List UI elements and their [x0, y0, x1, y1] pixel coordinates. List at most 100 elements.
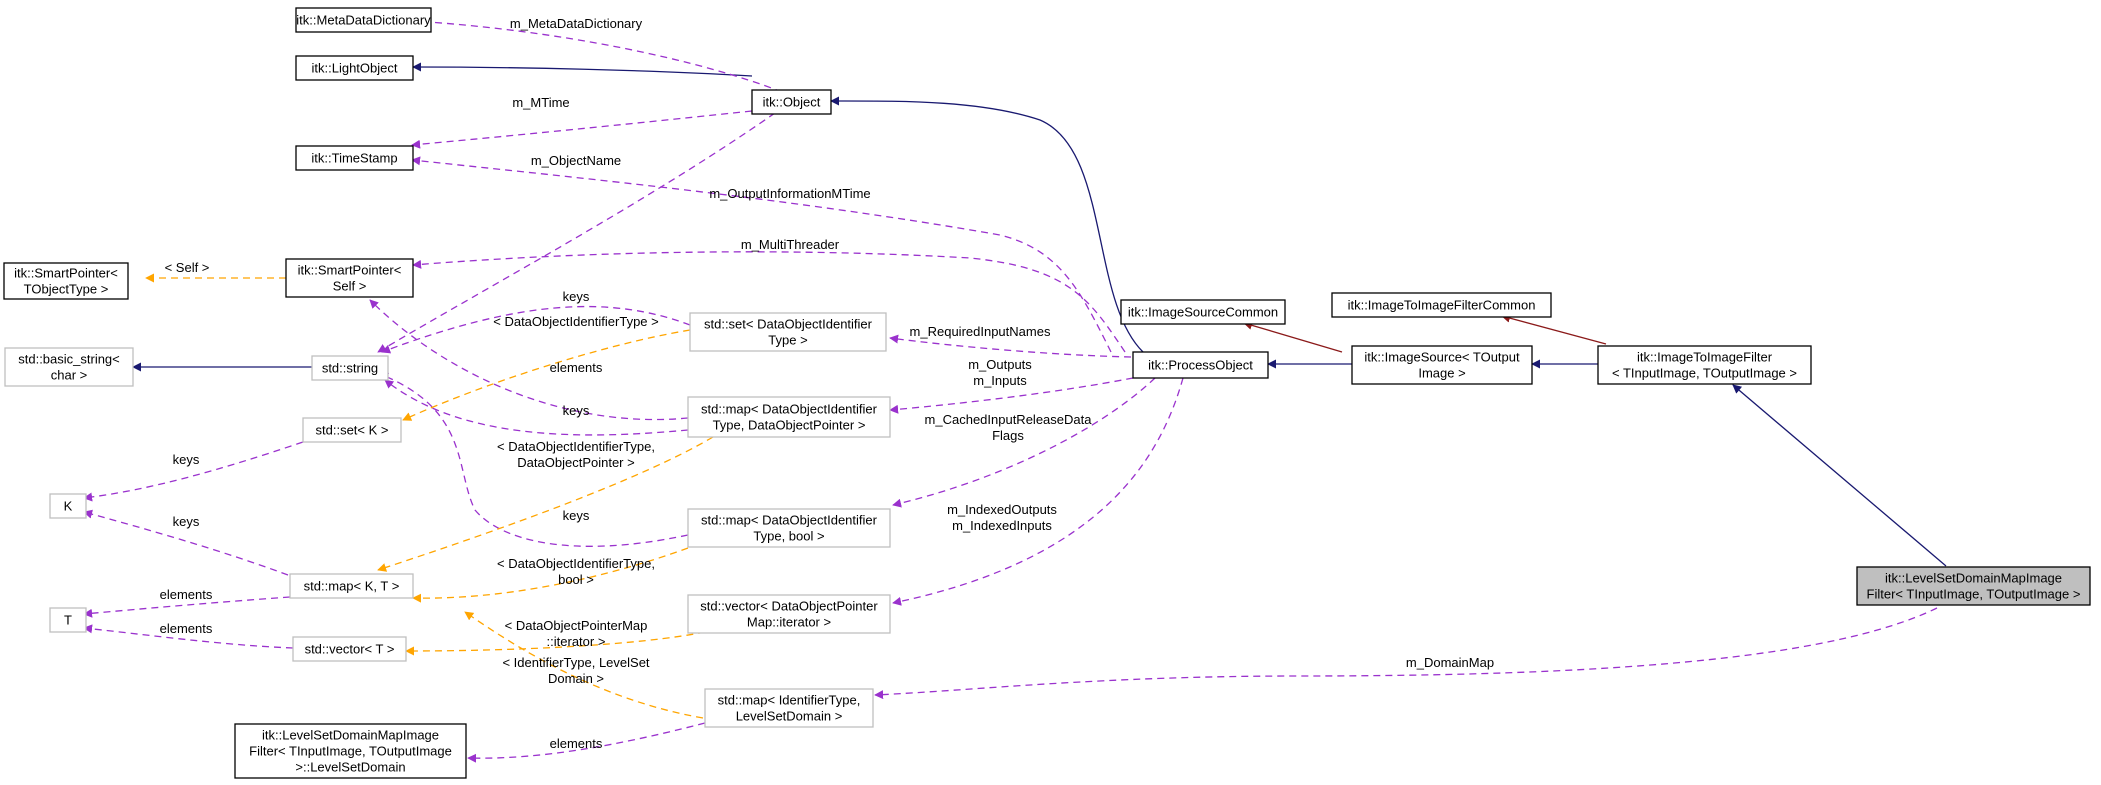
edge-usage-domain-map	[874, 607, 1938, 700]
edge-inst-map-doit-bool	[412, 547, 689, 603]
node-label-line-1: itk::SmartPointer<	[298, 262, 402, 277]
edge-label-dopmap-iter-line-2: ::iterator >	[547, 634, 606, 649]
edge-label-keys-map-doit-dop: keys	[563, 403, 590, 418]
node-smartptr-tobj[interactable]: itk::SmartPointer<TObjectType >	[3, 262, 129, 300]
node-box	[4, 347, 134, 387]
node-box	[49, 493, 87, 519]
node-map-doit-dop[interactable]: std::map< DataObjectIdentifierType, Data…	[687, 396, 891, 438]
node-label-line-2: TObjectType >	[24, 281, 109, 296]
node-set-doit[interactable]: std::set< DataObjectIdentifierType >	[689, 312, 887, 352]
node-label-line-1: std::basic_string<	[18, 351, 120, 366]
node-label-line-2: Filter< TInputImage, TOutputImage >	[1867, 586, 2081, 601]
node-basic-string[interactable]: std::basic_string<char >	[4, 347, 134, 387]
node-box	[687, 396, 891, 438]
edge-label-m-mtime: m_MTime	[512, 95, 569, 110]
node-box	[1120, 299, 1286, 325]
edge-label-m-domainmap: m_DomainMap	[1406, 655, 1494, 670]
node-box	[311, 355, 389, 381]
node-label: itk::ImageToImageFilterCommon	[1348, 297, 1536, 312]
edge-label-doit-bool-line-2: bool >	[558, 572, 594, 587]
edge-label-keys-set-k: keys	[173, 452, 200, 467]
edge-itif-template-itif-common	[1501, 313, 1607, 345]
node-label-line-2: Image >	[1418, 365, 1465, 380]
edge-label-idtype-lsd-line-2: Domain >	[548, 671, 604, 686]
edge-label-self: < Self >	[165, 260, 210, 275]
node-label-line-1: itk::ImageSource< TOutput	[1364, 349, 1520, 364]
edge-label-elements-map-kt: elements	[160, 587, 213, 602]
edge-usage-outputs-inputs	[889, 377, 1134, 414]
node-string[interactable]: std::string	[311, 355, 389, 381]
node-lightobject[interactable]: itk::LightObject	[295, 55, 414, 81]
node-label-line-1: itk::SmartPointer<	[14, 265, 118, 280]
node-box	[751, 89, 832, 115]
node-label: itk::TimeStamp	[311, 150, 397, 165]
node-label: itk::ImageSourceCommon	[1128, 304, 1278, 319]
node-label-line-2: Type, DataObjectPointer >	[713, 417, 866, 432]
node-object[interactable]: itk::Object	[751, 89, 832, 115]
node-label-line-2: Type, bool >	[753, 528, 824, 543]
node-box	[704, 688, 874, 728]
node-label-line-2: Type >	[768, 332, 807, 347]
node-label: itk::ProcessObject	[1148, 357, 1253, 372]
edge-label-m-cachedinputreleasedataflags-line-1: m_CachedInputReleaseData	[925, 412, 1093, 427]
node-map-kt[interactable]: std::map< K, T >	[289, 573, 414, 599]
edge-label-doit-type: < DataObjectIdentifierType >	[493, 314, 658, 329]
edge-label-m-multithreader: m_MultiThreader	[741, 237, 840, 252]
node-imagesource[interactable]: itk::ImageSource< TOutputImage >	[1351, 345, 1533, 385]
edge-inst-map-idtype	[464, 611, 704, 719]
node-box	[289, 573, 414, 599]
node-label: std::string	[322, 360, 378, 375]
node-box	[295, 145, 414, 171]
node-label: T	[64, 612, 72, 627]
edge-usage-cached-input-release-data-flags	[892, 377, 1156, 508]
node-smartptr-self[interactable]: itk::SmartPointer<Self >	[285, 258, 414, 298]
edge-label-elements-map-idtype: elements	[550, 736, 603, 751]
node-map-idtype[interactable]: std::map< IdentifierType,LevelSetDomain …	[704, 688, 874, 728]
edge-label-m-outputs-inputs-line-2: m_Inputs	[973, 373, 1027, 388]
edge-usage-k-keys-set-k	[83, 441, 304, 502]
node-label-line-2: < TInputImage, TOutputImage >	[1612, 365, 1797, 380]
node-isc[interactable]: itk::ImageSourceCommon	[1120, 299, 1286, 325]
edge-label-elements-vector-t: elements	[160, 621, 213, 636]
node-vector-t[interactable]: std::vector< T >	[292, 636, 407, 662]
node-box	[1597, 345, 1812, 385]
node-map-doit-bool[interactable]: std::map< DataObjectIdentifierType, bool…	[687, 508, 891, 548]
node-timestamp[interactable]: itk::TimeStamp	[295, 145, 414, 171]
node-label-line-1: itk::LevelSetDomainMapImage	[1885, 570, 2062, 585]
node-label-line-3: >::LevelSetDomain	[295, 759, 405, 774]
edge-usage-multithreader	[412, 251, 1126, 353]
node-label-line-2: LevelSetDomain >	[736, 708, 843, 723]
node-set-k[interactable]: std::set< K >	[302, 417, 402, 443]
node-itif[interactable]: itk::ImageToImageFilter< TInputImage, TO…	[1597, 345, 1812, 385]
edge-usage-indexed-outputs-inputs	[892, 377, 1184, 606]
node-label-line-1: itk::ImageToImageFilter	[1637, 349, 1773, 364]
edge-label-doit-dop-line-2: DataObjectPointer >	[517, 455, 634, 470]
edge-label-m-objectname: m_ObjectName	[531, 153, 621, 168]
node-vector-dopmap[interactable]: std::vector< DataObjectPointerMap::itera…	[687, 594, 891, 634]
node-t[interactable]: T	[49, 607, 87, 633]
node-box	[1856, 566, 2091, 606]
edge-usage-t-elements-map-kt	[83, 596, 291, 618]
node-box	[292, 636, 407, 662]
node-metadatadict[interactable]: itk::MetaDataDictionary	[295, 7, 432, 33]
edge-label-doit-dop-line-1: < DataObjectIdentifierType,	[497, 439, 655, 454]
node-label: std::map< K, T >	[304, 578, 400, 593]
edge-label-m-requiredinputnames: m_RequiredInputNames	[910, 324, 1051, 339]
edges	[83, 17, 1947, 763]
node-box	[295, 55, 414, 81]
edge-imagesource-template-isc	[1243, 320, 1343, 353]
node-label-line-2: Filter< TInputImage, TOutputImage	[249, 743, 452, 758]
node-k[interactable]: K	[49, 493, 87, 519]
node-label-line-1: itk::LevelSetDomainMapImage	[262, 727, 439, 742]
node-box	[49, 607, 87, 633]
node-label: itk::Object	[763, 94, 821, 109]
edge-label-m-outputs-inputs-line-1: m_Outputs	[968, 357, 1032, 372]
edge-label-m-cachedinputreleasedataflags-line-2: Flags	[992, 428, 1024, 443]
edge-usage-metadatadictionary	[412, 17, 783, 93]
node-processobject[interactable]: itk::ProcessObject	[1132, 351, 1269, 379]
node-box	[1331, 292, 1552, 318]
node-itif-common[interactable]: itk::ImageToImageFilterCommon	[1331, 292, 1552, 318]
